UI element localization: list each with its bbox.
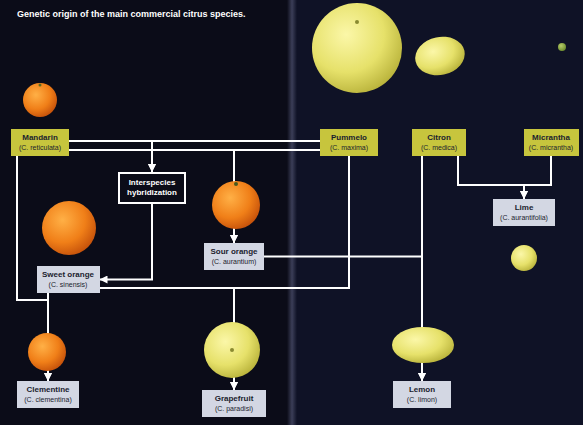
- lineage-arrow: [458, 156, 524, 199]
- species-name: Grapefruit: [207, 394, 261, 404]
- species-box: Lime(C. aurantifolia): [493, 199, 555, 226]
- latin-name: (C. medica): [417, 143, 461, 152]
- species-box: Pummelo(C. maxima): [320, 129, 378, 156]
- sour-orange-fruit: [212, 181, 260, 229]
- citron-fruit: [412, 32, 469, 80]
- left-page: [0, 0, 291, 425]
- clementine-fruit: [28, 333, 66, 371]
- fruit-stem: [234, 182, 238, 186]
- species-name: Sour orange: [209, 247, 259, 257]
- species-name: Pummelo: [325, 133, 373, 143]
- species-name: Lime: [498, 203, 550, 213]
- latin-name: (C. paradisi): [207, 404, 261, 413]
- lemon-fruit: [392, 327, 454, 363]
- latin-name: (C. clementina): [22, 395, 74, 404]
- diagram-title: Genetic origin of the main commercial ci…: [17, 9, 246, 20]
- micrantha-fruit: [558, 43, 566, 51]
- right-page: [291, 0, 583, 425]
- species-name: Interspecies hybridization: [124, 178, 180, 198]
- species-name: Clementine: [22, 385, 74, 395]
- species-name: Micrantha: [529, 133, 574, 143]
- species-box: Clementine(C. clementina): [17, 381, 79, 408]
- grapefruit-fruit: [204, 322, 260, 378]
- lineage-arrow: [100, 204, 153, 280]
- species-box: Sour orange(C. aurantium): [204, 243, 264, 270]
- species-name: Mandarin: [16, 133, 64, 143]
- latin-name: (C. reticulata): [16, 143, 64, 152]
- fruit-stem: [355, 20, 359, 24]
- species-box: Lemon(C. limon): [393, 381, 451, 408]
- species-box: Grapefruit(C. paradisi): [202, 390, 266, 417]
- latin-name: (C. aurantifolia): [498, 213, 550, 222]
- species-name: Lemon: [398, 385, 446, 395]
- species-box: Micrantha(C. micrantha): [524, 129, 579, 156]
- lineage-arrow: [69, 141, 152, 172]
- species-box: Sweet orange(C. sinensis): [37, 266, 100, 293]
- latin-name: (C. maxima): [325, 143, 373, 152]
- lime-fruit: [511, 245, 537, 271]
- species-box: Citron(C. medica): [412, 129, 466, 156]
- lineage-arrow: [524, 156, 551, 199]
- book-fold: [287, 0, 297, 425]
- lineage-arrow: [152, 141, 320, 172]
- species-name: Sweet orange: [42, 270, 95, 280]
- latin-name: (C. sinensis): [42, 280, 95, 289]
- mandarin-fruit: [23, 83, 57, 117]
- process-box: Interspecies hybridization: [118, 172, 186, 204]
- pummelo-fruit: [312, 3, 402, 93]
- sweet-orange-fruit: [42, 201, 96, 255]
- latin-name: (C. limon): [398, 395, 446, 404]
- species-box: Mandarin(C. reticulata): [11, 129, 69, 156]
- fruit-stem: [230, 348, 234, 352]
- latin-name: (C. aurantium): [209, 257, 259, 266]
- species-name: Citron: [417, 133, 461, 143]
- lineage-arrow: [264, 257, 422, 382]
- latin-name: (C. micrantha): [529, 143, 574, 152]
- fruit-stem: [39, 84, 42, 87]
